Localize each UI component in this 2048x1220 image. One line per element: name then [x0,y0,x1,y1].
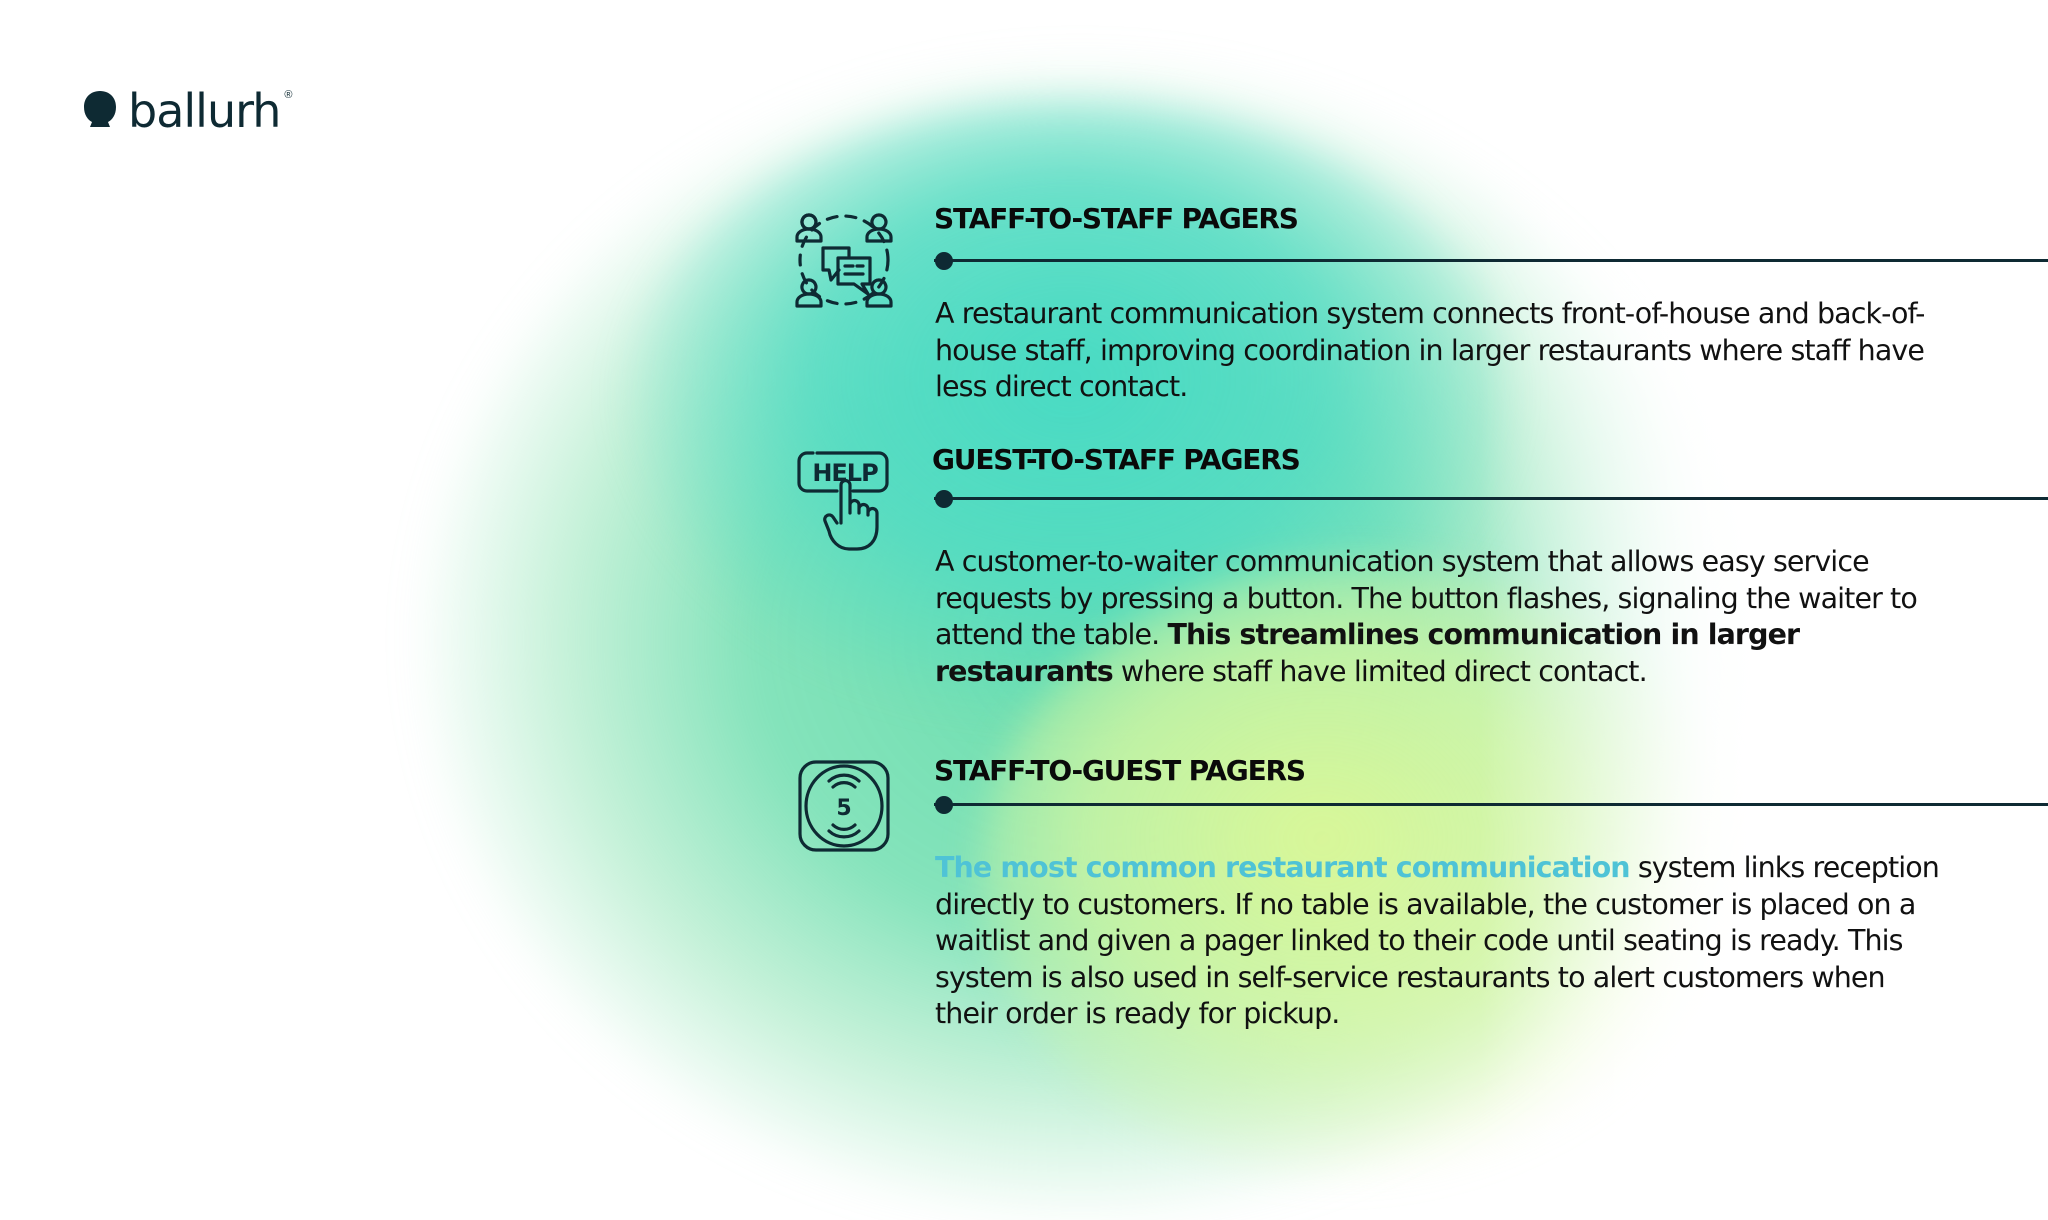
svg-text:HELP: HELP [812,459,878,487]
section-divider [934,803,2048,806]
section-title: GUEST-TO-STAFF PAGERS [932,443,1301,476]
speech-head-icon [84,91,116,127]
divider-dot [935,252,953,270]
section-description: The most common restaurant communication… [935,850,1945,1033]
staff-group-chat-icon [795,213,893,308]
help-button-hand-icon: HELP [797,451,889,551]
section-title: STAFF-TO-GUEST PAGERS [934,754,1306,787]
pager-device-icon: 5 [798,760,890,852]
description-emphasis: This streamlines communication in larger… [935,618,1800,688]
brand-name: ballurh [128,84,281,138]
section-description: A customer-to-waiter communication syste… [935,544,1945,690]
section-divider [934,259,2048,262]
svg-text:5: 5 [836,796,851,821]
section-divider [934,497,2048,500]
description-highlight: The most common restaurant communication [935,851,1631,884]
section-description: A restaurant communication system connec… [935,297,1925,404]
registered-mark: ® [284,89,293,101]
description-text: system links reception directly to custo… [935,851,1940,1031]
brand-logo: ballurh ® [82,88,298,134]
description-text: where staff have limited direct contact. [1112,654,1648,688]
divider-dot [935,490,953,508]
divider-dot [935,796,953,814]
description-text: A customer-to-waiter communication syste… [935,545,1918,652]
section-title: STAFF-TO-STAFF PAGERS [934,202,1299,235]
